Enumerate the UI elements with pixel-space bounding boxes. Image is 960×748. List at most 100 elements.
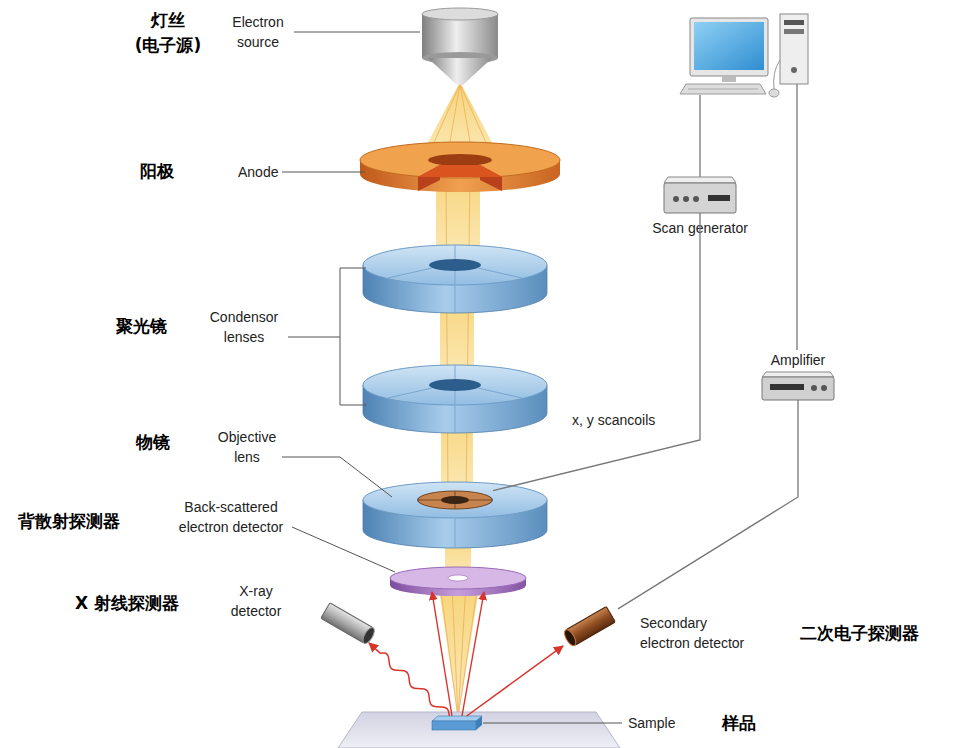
part-name-zh: 灯丝 (电子源) <box>128 8 208 58</box>
mouse <box>769 89 779 97</box>
xray-emission <box>369 643 449 716</box>
knob <box>811 385 817 391</box>
part-name: Electron source <box>222 12 294 52</box>
node-shape <box>762 372 834 400</box>
part-name-zh: 背散射探测器 <box>18 509 120 534</box>
leader-line <box>294 32 420 33</box>
drive-slot <box>784 29 804 34</box>
detector-top <box>390 567 526 589</box>
lens-seams <box>400 514 510 548</box>
part-name: Objective lens <box>212 427 282 467</box>
seam <box>400 514 401 544</box>
device-body <box>762 377 834 400</box>
display-slot <box>770 384 804 390</box>
seam <box>455 365 456 379</box>
computer <box>680 14 808 97</box>
tower <box>780 14 808 84</box>
seam <box>455 285 456 313</box>
part-name-zh: 聚光镜 <box>116 314 167 339</box>
secondary-electron-detector: Secondary electron detector <box>563 605 618 647</box>
seam <box>388 388 432 398</box>
bracket <box>340 268 341 405</box>
coil-ring <box>418 491 492 509</box>
seam <box>478 268 522 278</box>
part-name: Condensor lenses <box>202 307 286 347</box>
backscatter-detector <box>390 567 526 596</box>
sample: Sample <box>432 716 482 730</box>
amplifier: Amplifier <box>762 372 834 400</box>
source-top <box>422 8 498 20</box>
source-body <box>422 14 498 58</box>
sample-top <box>432 716 482 721</box>
condenser-lens <box>363 365 547 433</box>
monitor <box>690 18 768 76</box>
lens-hole <box>417 491 493 509</box>
part-name-zh: 物镜 <box>136 430 170 455</box>
signal-wire <box>493 213 700 491</box>
seam <box>478 388 522 398</box>
backscatter-arrow <box>432 592 452 716</box>
lens-top <box>363 482 547 518</box>
seam <box>388 268 432 278</box>
seam <box>455 405 456 433</box>
leader-line <box>282 457 392 497</box>
wire <box>699 95 700 177</box>
lens-hole <box>429 259 481 271</box>
cylinder-opening <box>562 628 578 648</box>
signal-wire <box>618 400 798 609</box>
lens-top <box>363 245 547 285</box>
coil-seam <box>455 504 456 509</box>
sample-stage <box>338 712 620 748</box>
keyboard-keys <box>688 89 758 90</box>
screen <box>694 22 764 70</box>
monitor-stand <box>722 76 736 82</box>
node-shape <box>563 605 618 647</box>
node-label: X-ray detector <box>225 581 287 621</box>
node-shape <box>664 177 736 213</box>
power-button <box>791 67 797 73</box>
secondary-detector-body <box>562 606 615 647</box>
backscatter-arrow <box>462 592 484 716</box>
bracket <box>340 405 366 406</box>
ray <box>466 170 470 500</box>
part-name-zh: 阳极 <box>140 159 174 184</box>
ray <box>458 584 478 718</box>
seam <box>510 514 511 544</box>
seam <box>455 518 456 548</box>
xray-detector-body <box>321 603 377 646</box>
keyboard <box>680 84 766 94</box>
drive-slot <box>784 20 804 25</box>
leader-line <box>483 723 622 724</box>
knob <box>683 196 689 202</box>
lens-top <box>363 365 547 405</box>
sample-side <box>476 716 482 730</box>
seam <box>455 391 456 405</box>
display-slot <box>708 195 730 201</box>
scan-generator: Scan generator <box>664 177 736 213</box>
seam <box>400 281 401 309</box>
signal-wires <box>700 84 797 350</box>
xray-detector: X-ray detector <box>318 603 376 643</box>
node-label: x, y scancoils <box>572 410 655 430</box>
node-shape <box>432 716 482 730</box>
node-shape <box>318 603 376 643</box>
seam <box>455 245 456 259</box>
seam <box>510 281 511 309</box>
part-name-zh: X 射线探测器 <box>75 591 179 616</box>
scan-coils: x, y scancoils <box>417 490 493 510</box>
device-top <box>762 372 834 377</box>
detector-hole <box>448 575 468 581</box>
condenser-lens <box>363 245 547 313</box>
cylinder-opening <box>361 626 377 646</box>
node-shape <box>417 490 493 510</box>
lens-seams <box>388 245 522 313</box>
anode-cut <box>418 165 502 177</box>
anode-top <box>360 142 560 178</box>
device-top <box>664 177 736 183</box>
part-name-zh: 样品 <box>722 711 756 736</box>
coil-seam <box>469 500 491 501</box>
node-label: Secondary electron detector <box>640 613 752 653</box>
sample-front <box>432 721 476 730</box>
leader-lines <box>282 32 622 723</box>
objective-lens <box>363 482 547 548</box>
